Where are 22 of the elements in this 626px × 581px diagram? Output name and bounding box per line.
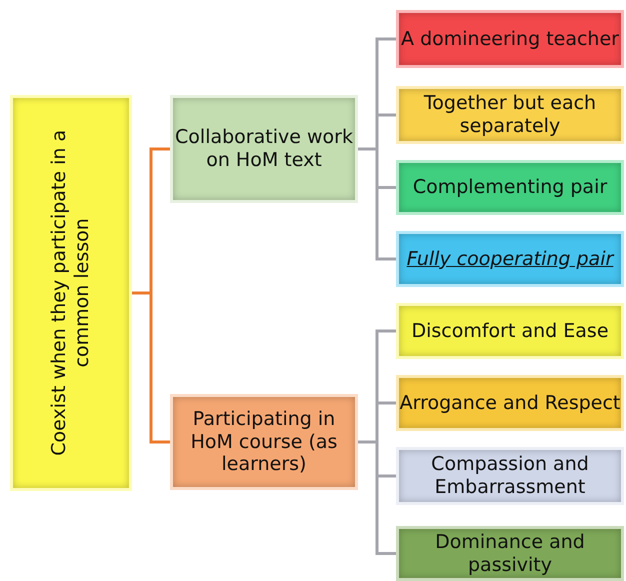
box-label: A domineering teacher: [401, 28, 619, 50]
box-label: Fully cooperating pair: [406, 248, 614, 270]
box-label: Dominance and passivity: [434, 530, 586, 576]
subcategory-box: [396, 10, 624, 68]
subcategory-box: [396, 160, 624, 215]
box-label: Coexist when they participate in a common lesson: [48, 129, 94, 458]
subcategory-box: [396, 375, 624, 431]
topic-box: [10, 95, 132, 491]
subcategory-box: [396, 447, 624, 505]
box-label: Arrogance and Respect: [400, 392, 620, 414]
box-label: Complementing pair: [412, 176, 608, 199]
box-label: Discomfort and Ease: [411, 320, 609, 342]
subcategory-box: [396, 526, 624, 581]
category-box: [170, 95, 358, 203]
box-label: Participating in HoM course (as learners): [190, 408, 338, 476]
category-box: [170, 394, 358, 490]
subcategory-box: [396, 231, 624, 287]
subcategory-box: [396, 303, 624, 359]
box-label: Together but each separately: [422, 92, 598, 138]
subcategory-box: [396, 86, 624, 144]
box-label: Collaborative work on HoM text: [174, 126, 354, 172]
box-label: Compassion and Embarrassment: [430, 453, 590, 499]
